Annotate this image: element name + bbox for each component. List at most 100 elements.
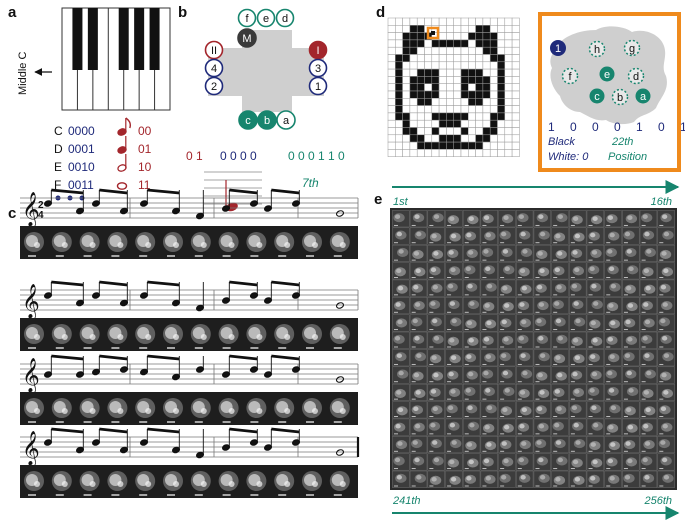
map-node-label: a — [640, 91, 647, 103]
map-node-label: e — [604, 69, 610, 81]
note-code: 0011 — [68, 178, 94, 192]
grid-cell — [515, 470, 534, 488]
image-strip-frame — [329, 398, 350, 423]
grid-cell — [551, 297, 569, 315]
grid-cell — [480, 470, 498, 488]
grid-cell — [569, 279, 587, 297]
treble-clef-icon: 𝄞 — [22, 358, 40, 394]
map-node-label: d — [633, 71, 639, 83]
grid-cell — [604, 262, 622, 280]
grid-cell — [480, 262, 498, 280]
grid-cell — [392, 366, 410, 384]
grid-cell — [462, 436, 481, 454]
grid-cell — [498, 331, 516, 349]
grid-cell — [533, 210, 552, 228]
image-strip-frame — [107, 398, 128, 423]
image-strip-frame — [79, 324, 100, 349]
grid-cell — [498, 453, 516, 471]
position-circle: M — [237, 28, 257, 48]
image-strip-frame — [274, 471, 295, 496]
grid-cell — [604, 227, 622, 245]
treble-clef-icon: 𝄞 — [22, 284, 40, 320]
position-circle: e — [256, 8, 276, 28]
grid-cell — [657, 418, 675, 436]
grid-cell — [586, 453, 605, 471]
grid-cell — [409, 331, 428, 349]
grid-cell — [551, 244, 569, 262]
grid-cell — [551, 279, 569, 297]
grid-cell — [445, 314, 463, 332]
grid-cell — [427, 262, 445, 280]
cross-shape — [208, 30, 324, 112]
grid-cell — [533, 244, 552, 262]
grid-cell — [604, 383, 622, 401]
grid-cell — [639, 383, 658, 401]
grid-cell — [445, 297, 463, 315]
grid-cell — [586, 366, 605, 384]
grid-cell — [586, 418, 605, 436]
grid-cell — [392, 436, 410, 454]
grid-cell — [569, 401, 587, 419]
image-strip-frame — [51, 471, 72, 496]
position-circle-label: f — [245, 13, 249, 25]
grid-cell — [657, 383, 675, 401]
image-strip-frame — [107, 232, 128, 257]
time-signature-bottom: 4 — [38, 210, 44, 221]
grid-cell — [622, 401, 640, 419]
grid-cell — [445, 227, 463, 245]
grid-cell — [533, 453, 552, 471]
grid-cell — [604, 279, 622, 297]
duration-code: 11 — [138, 178, 151, 192]
grid-cell — [657, 436, 675, 454]
grid-cell — [392, 418, 410, 436]
grid-cell — [657, 331, 675, 349]
grid-cell — [409, 297, 428, 315]
grid-cell — [622, 349, 640, 367]
grid-cell — [604, 470, 622, 488]
grid-cell — [604, 244, 622, 262]
black-label: Black — [548, 136, 575, 148]
grid-cell — [480, 210, 498, 228]
image-strip-frame — [163, 324, 183, 349]
grid-cell — [569, 349, 587, 367]
grid-cell — [480, 227, 498, 245]
image-strip-frame — [79, 398, 100, 423]
middle-c-label: Middle C — [17, 52, 29, 95]
grid-cell — [462, 383, 481, 401]
grid-cell — [622, 262, 640, 280]
grid-cell — [586, 279, 605, 297]
grid-cell — [533, 331, 552, 349]
grid-cell — [569, 314, 587, 332]
position-circle-label: a — [283, 115, 290, 127]
grid-cell — [445, 331, 463, 349]
grid-cell — [657, 210, 675, 228]
grid-cell — [498, 418, 516, 436]
grid-cell — [498, 262, 516, 280]
grid-cell — [533, 436, 552, 454]
position-circle-label: e — [263, 13, 269, 25]
music-score: 𝄞24𝄞𝄞𝄞 — [20, 188, 360, 498]
grid-cell — [480, 453, 498, 471]
grid-cell — [657, 279, 675, 297]
grid-cell — [622, 383, 640, 401]
grid-cell — [639, 470, 658, 488]
grid-cell — [604, 418, 622, 436]
grid-cell — [409, 279, 428, 297]
position-circle: II — [204, 40, 224, 60]
image-strip-frame — [51, 324, 72, 349]
grid-cell — [445, 244, 463, 262]
image-strip-frame — [190, 471, 211, 496]
grid-cell — [392, 383, 410, 401]
position-circle: a — [276, 110, 296, 130]
grid-cell — [639, 366, 658, 384]
grid-cell — [392, 470, 410, 488]
image-strip-frame — [274, 398, 295, 423]
code-teal: 0 0 0 1 1 0 — [288, 149, 345, 163]
treble-clef-icon: 𝄞 — [22, 192, 40, 228]
grid-cell — [445, 262, 463, 280]
duration-code: 10 — [138, 160, 152, 174]
grid-cell — [622, 244, 640, 262]
image-strip — [20, 392, 358, 425]
